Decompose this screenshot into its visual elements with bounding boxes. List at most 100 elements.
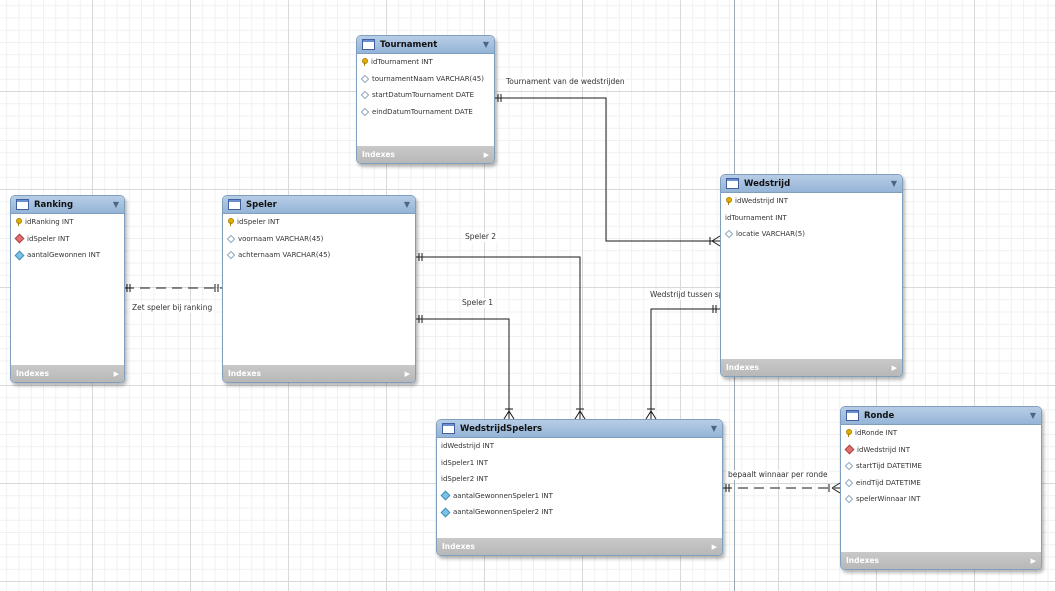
column-row[interactable]: startDatumTournament DATE (357, 87, 494, 104)
column-name: achternaam VARCHAR(45) (238, 251, 331, 260)
column-row[interactable]: idWedstrijd INT (437, 438, 722, 455)
expand-arrow-icon[interactable]: ▶ (891, 363, 897, 372)
column-name: tournamentNaam VARCHAR(45) (372, 74, 484, 83)
indexes-footer[interactable]: Indexes ▶ (841, 552, 1041, 569)
table-ranking-header[interactable]: Ranking ▼ (11, 196, 124, 214)
indexes-label: Indexes (228, 369, 261, 378)
table-speler-header[interactable]: Speler ▼ (223, 196, 415, 214)
indexes-footer[interactable]: Indexes ▶ (11, 365, 124, 382)
rel-label-speler2[interactable]: Speler 2 (464, 232, 498, 242)
table-wedstrijdspelers[interactable]: WedstrijdSpelers ▼ idWedstrijd INT idSpe… (436, 419, 723, 556)
column-name: idRanking INT (25, 218, 74, 227)
table-wedstrijd-header[interactable]: Wedstrijd ▼ (721, 175, 902, 193)
expand-arrow-icon[interactable]: ▶ (711, 542, 717, 551)
column-icon (226, 234, 236, 243)
table-icon (16, 199, 29, 210)
column-name: aantalGewonnenSpeler2 INT (453, 508, 553, 517)
column-row[interactable]: spelerWinnaar INT (841, 491, 1041, 508)
column-row[interactable]: eindTijd DATETIME (841, 475, 1041, 492)
indexes-footer[interactable]: Indexes ▶ (437, 538, 722, 555)
table-title: Tournament (380, 39, 438, 50)
expand-arrow-icon[interactable]: ▶ (113, 369, 119, 378)
column-name: eindDatumTournament DATE (372, 107, 473, 116)
line-tournament-wedstrijd (494, 97, 720, 242)
column-row[interactable]: tournamentNaam VARCHAR(45) (357, 71, 494, 88)
collapse-arrow-icon[interactable]: ▼ (890, 179, 897, 188)
column-name: voornaam VARCHAR(45) (238, 234, 324, 243)
column-name: idSpeler1 INT (441, 458, 488, 467)
rel-label-speler-ranking[interactable]: Zet speler bij ranking (131, 303, 214, 313)
column-row[interactable]: achternaam VARCHAR(45) (223, 247, 415, 264)
table-icon (442, 423, 455, 434)
column-row[interactable]: idSpeler INT (223, 214, 415, 231)
column-name: idWedstrijd INT (441, 442, 495, 451)
indexes-footer[interactable]: Indexes ▶ (721, 359, 902, 376)
column-row[interactable]: eindDatumTournament DATE (357, 104, 494, 121)
table-ranking[interactable]: Ranking ▼ idRanking INT idSpeler INT aan… (10, 195, 125, 383)
expand-arrow-icon[interactable]: ▶ (483, 150, 489, 159)
column-row[interactable]: aantalGewonnenSpeler2 INT (437, 504, 722, 521)
indexes-label: Indexes (442, 542, 475, 551)
column-row[interactable]: startTijd DATETIME (841, 458, 1041, 475)
column-row[interactable]: idSpeler1 INT (437, 455, 722, 472)
primary-key-icon (227, 218, 234, 227)
collapse-arrow-icon[interactable]: ▼ (710, 424, 717, 433)
table-ronde-header[interactable]: Ronde ▼ (841, 407, 1041, 425)
column-row[interactable]: aantalGewonnen INT (11, 247, 124, 264)
rel-label-wedstrijd-spelers[interactable]: Wedstrijd tussen speler (649, 290, 739, 300)
collapse-arrow-icon[interactable]: ▼ (482, 40, 489, 49)
table-ronde[interactable]: Ronde ▼ idRonde INT idWedstrijd INT star… (840, 406, 1042, 570)
table-icon (846, 410, 859, 421)
collapse-arrow-icon[interactable]: ▼ (1029, 411, 1036, 420)
indexes-footer[interactable]: Indexes ▶ (223, 365, 415, 382)
table-wedstrijdspelers-header[interactable]: WedstrijdSpelers ▼ (437, 420, 722, 438)
column-row[interactable]: idTournament INT (357, 54, 494, 71)
column-name: idTournament INT (371, 58, 433, 67)
column-name: aantalGewonnen INT (27, 251, 101, 260)
rel-label-tournament-wedstrijd[interactable]: Tournament van de wedstrijden (505, 77, 626, 87)
column-name: idSpeler INT (237, 218, 280, 227)
collapse-arrow-icon[interactable]: ▼ (112, 200, 119, 209)
column-icon (360, 91, 370, 100)
primary-key-icon (845, 429, 852, 438)
primary-key-icon (361, 58, 368, 67)
foreign-key-icon (844, 444, 855, 455)
rel-label-speler1[interactable]: Speler 1 (461, 298, 495, 308)
table-icon (726, 178, 739, 189)
table-tournament[interactable]: Tournament ▼ idTournament INT tournament… (356, 35, 495, 164)
column-icon (844, 495, 854, 504)
not-null-icon (440, 490, 451, 501)
column-name: locatie VARCHAR(5) (736, 230, 805, 239)
column-name: idSpeler INT (27, 234, 70, 243)
column-row[interactable]: idSpeler2 INT (437, 471, 722, 488)
table-tournament-header[interactable]: Tournament ▼ (357, 36, 494, 54)
column-row[interactable]: idRanking INT (11, 214, 124, 231)
collapse-arrow-icon[interactable]: ▼ (403, 200, 410, 209)
column-row[interactable]: idTournament INT (721, 210, 902, 227)
column-row[interactable]: aantalGewonnenSpeler1 INT (437, 488, 722, 505)
primary-key-icon (725, 197, 732, 206)
indexes-footer[interactable]: Indexes ▶ (357, 146, 494, 163)
column-row[interactable]: locatie VARCHAR(5) (721, 226, 902, 243)
expand-arrow-icon[interactable]: ▶ (404, 369, 410, 378)
table-title: Wedstrijd (744, 178, 791, 189)
column-row[interactable]: idSpeler INT (11, 231, 124, 248)
table-wedstrijd[interactable]: Wedstrijd ▼ idWedstrijd INT idTournament… (720, 174, 903, 377)
column-name: startTijd DATETIME (856, 462, 922, 471)
rel-label-ronde-winnaar[interactable]: bepaalt winnaar per ronde (727, 470, 829, 480)
column-row[interactable]: idWedstrijd INT (841, 442, 1041, 459)
table-title: Ranking (34, 199, 74, 210)
indexes-label: Indexes (726, 363, 759, 372)
column-row[interactable]: voornaam VARCHAR(45) (223, 231, 415, 248)
column-icon (724, 230, 734, 239)
primary-key-icon (15, 218, 22, 227)
not-null-icon (440, 507, 451, 518)
column-icon (360, 74, 370, 83)
column-row[interactable]: idRonde INT (841, 425, 1041, 442)
table-icon (362, 39, 375, 50)
foreign-key-icon (14, 233, 25, 244)
table-speler[interactable]: Speler ▼ idSpeler INT voornaam VARCHAR(4… (222, 195, 416, 383)
expand-arrow-icon[interactable]: ▶ (1030, 556, 1036, 565)
column-row[interactable]: idWedstrijd INT (721, 193, 902, 210)
